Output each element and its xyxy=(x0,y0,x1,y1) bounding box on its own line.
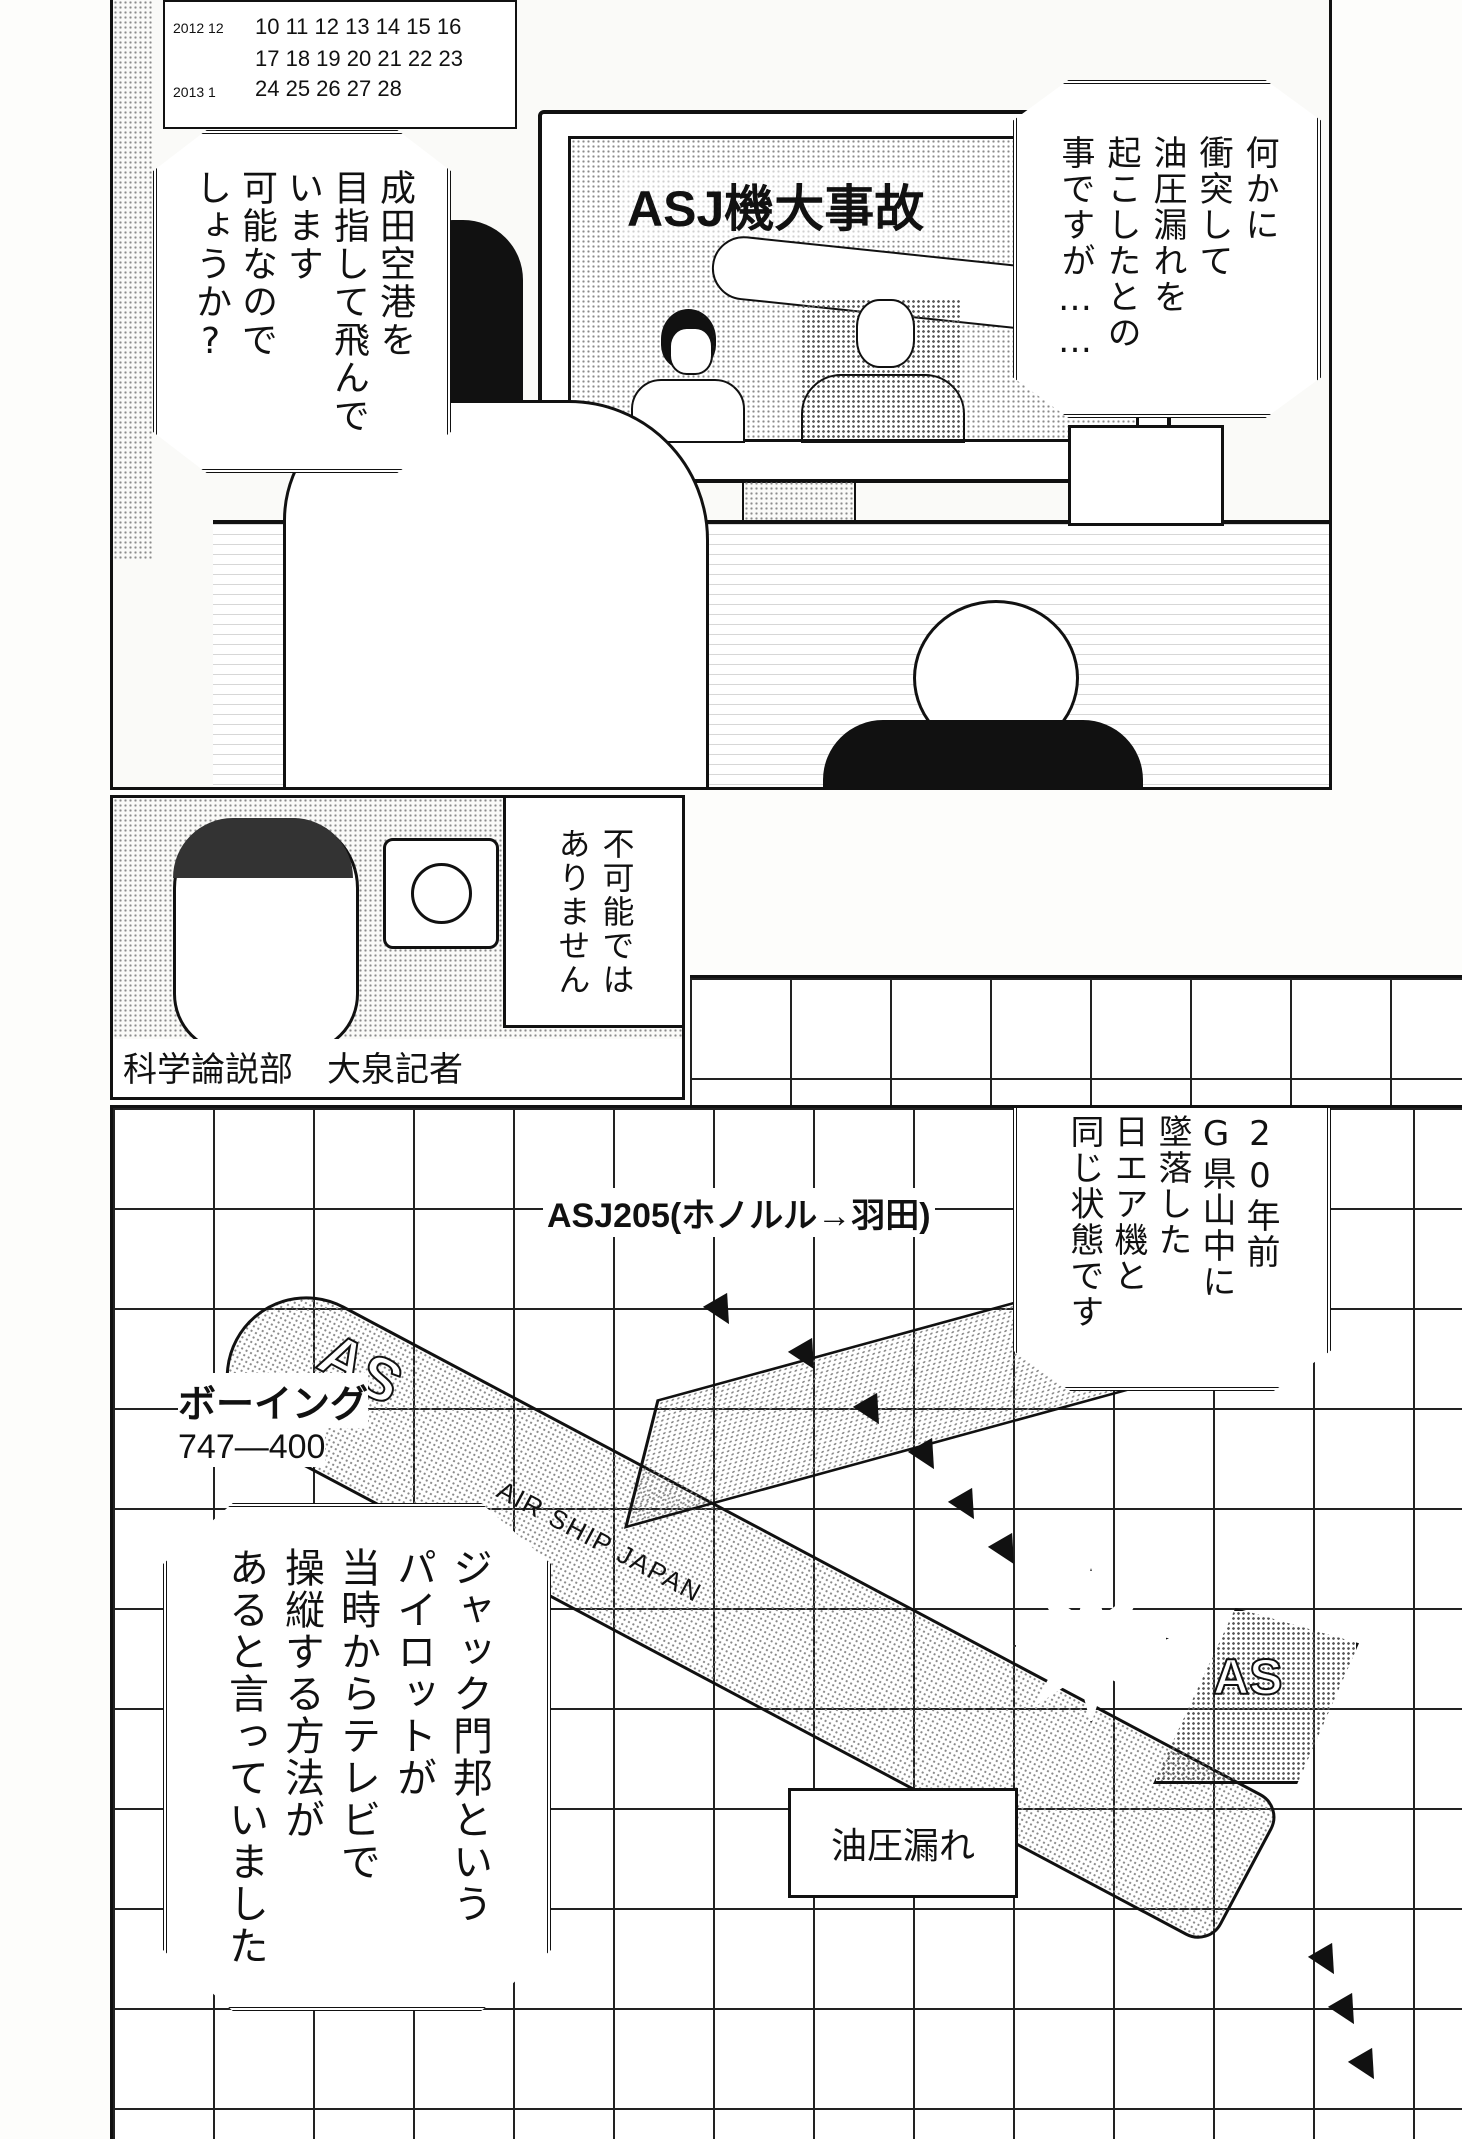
leak-marker-icon xyxy=(947,1487,987,1527)
leak-marker-icon xyxy=(1327,1992,1367,2032)
aircraft-model-line2: 747—400 xyxy=(178,1428,326,1467)
wall-shading xyxy=(113,0,153,560)
damage-label: 油圧漏れ xyxy=(830,1826,975,1867)
calendar-row: 10 11 12 13 14 15 16 xyxy=(255,14,462,39)
male-anchor xyxy=(801,299,965,443)
speech-text: 20年前 G県山中に 墜落した 日エア機と 同じ状態です xyxy=(1064,1114,1280,1330)
first-aid-box xyxy=(1068,425,1224,526)
wall-calendar: 2012 12 10 11 12 13 14 15 16 17 18 19 20… xyxy=(163,0,517,129)
panel-aircraft-diagram: AIR SHIP JAPAN AS JA9 AS ASJ205(ホノルル→羽田)… xyxy=(110,1105,1462,2139)
speech-bubble-right: 20年前 G県山中に 墜落した 日エア機と 同じ状態です xyxy=(1013,1108,1331,1391)
grid-background-top xyxy=(690,975,1462,1108)
tv-headline: ASJ機大事故 xyxy=(621,169,931,241)
calendar-row: 17 18 19 20 21 22 23 xyxy=(255,46,463,71)
speech-box: 不可能では ありません xyxy=(503,798,682,1028)
speech-text: 不可能では ありません xyxy=(553,826,636,997)
speech-text: 成田空港を 目指して飛んで います 可能なので しょうか? xyxy=(190,168,415,435)
tail-logo: AS xyxy=(1212,1648,1283,1706)
damage-label-box: 油圧漏れ xyxy=(788,1788,1018,1898)
panel-tv-news: 2012 12 10 11 12 13 14 15 16 17 18 19 20… xyxy=(110,0,1332,790)
leak-marker-icon xyxy=(1307,1942,1347,1982)
impact-burst-icon xyxy=(1013,1568,1169,1724)
panel-reporter: 不可能では ありません 科学論説部 大泉記者 xyxy=(110,795,685,1100)
reporter-figure xyxy=(133,818,393,1097)
tv-camera xyxy=(383,838,499,949)
flight-label: ASJ205(ホノルル→羽田) xyxy=(543,1188,935,1237)
speech-text: ジャック門邦という パイロットが 当時からテレビで 操縦する方法が あると言って… xyxy=(222,1547,492,1967)
speech-text: 何かに 衝突して 油圧漏れを 起こしたとの 事ですが…… xyxy=(1055,135,1279,363)
reporter-caption: 科学論説部 大泉記者 xyxy=(123,1050,463,1090)
leak-marker-icon xyxy=(1347,2047,1387,2087)
caption-band xyxy=(113,1039,682,1097)
aircraft-model-line1: ボーイング xyxy=(178,1373,369,1428)
speech-bubble-left: 成田空港を 目指して飛んで います 可能なので しょうか? xyxy=(153,130,451,473)
calendar-month-label: 2012 12 xyxy=(173,20,224,36)
bald-man xyxy=(803,600,1163,787)
calendar-row: 24 25 26 27 28 xyxy=(255,76,402,101)
leak-marker-icon xyxy=(702,1292,742,1332)
leak-marker-icon xyxy=(987,1532,1027,1572)
speech-bubble-right: 何かに 衝突して 油圧漏れを 起こしたとの 事ですが…… xyxy=(1013,80,1321,418)
calendar-next-month: 2013 1 xyxy=(173,84,216,100)
speech-bubble-left: ジャック門邦という パイロットが 当時からテレビで 操縦する方法が あると言って… xyxy=(163,1503,551,2011)
